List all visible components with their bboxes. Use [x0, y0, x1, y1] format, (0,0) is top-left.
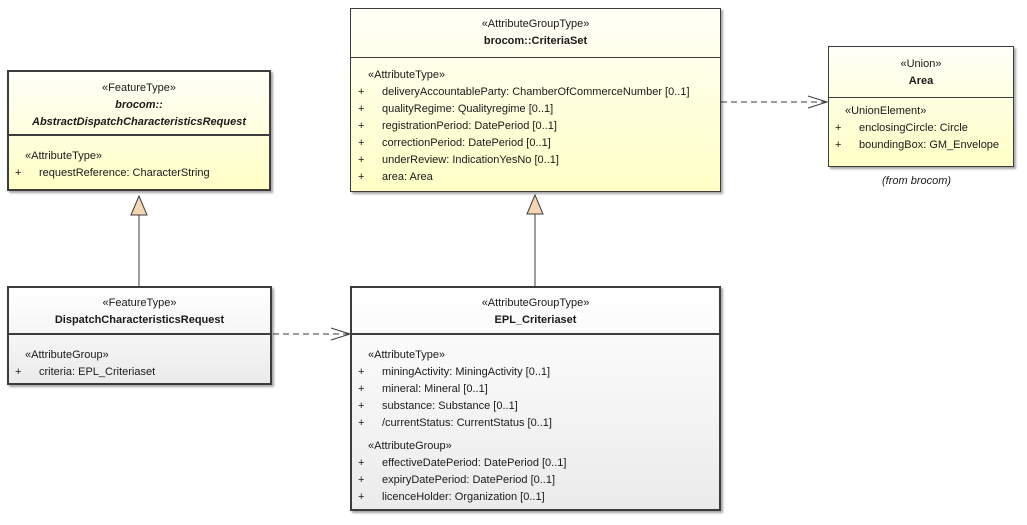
- class-stereotype: «AttributeGroupType»: [481, 18, 590, 30]
- attribute-expiry-date-period: +expiryDatePeriod: DatePeriod [0..1]: [358, 474, 556, 486]
- class-name-line1: brocom::: [115, 99, 163, 111]
- attribute-request-reference: +requestReference: CharacterString: [15, 167, 210, 179]
- class-criteria-set[interactable]: «AttributeGroupType» brocom::CriteriaSet…: [350, 8, 721, 192]
- attribute-under-review: +underReview: IndicationYesNo [0..1]: [358, 154, 559, 166]
- generalization-arrowhead-dispatch: [130, 194, 148, 216]
- class-name: brocom::CriteriaSet: [483, 35, 588, 47]
- attribute-registration-period: +registrationPeriod: DatePeriod [0..1]: [358, 120, 557, 132]
- attribute-enclosing-circle: +enclosingCircle: Circle: [835, 122, 968, 134]
- attribute-delivery-accountable-party: +deliveryAccountableParty: ChamberOfComm…: [358, 86, 690, 98]
- class-dispatch-characteristics-request[interactable]: «FeatureType» DispatchCharacteristicsReq…: [7, 286, 272, 385]
- section-stereotype: «AttributeType»: [368, 69, 446, 81]
- class-stereotype: «AttributeGroupType»: [481, 297, 590, 309]
- attribute-current-status: +/currentStatus: CurrentStatus [0..1]: [358, 417, 552, 429]
- attribute-criteria: +criteria: EPL_Criteriaset: [15, 366, 156, 378]
- class-name: DispatchCharacteristicsRequest: [54, 314, 225, 326]
- class-name: EPL_Criteriaset: [494, 314, 577, 326]
- class-stereotype: «FeatureType»: [102, 82, 176, 94]
- section-stereotype: «AttributeType»: [368, 349, 446, 361]
- attribute-bounding-box: +boundingBox: GM_Envelope: [835, 139, 1000, 151]
- attribute-mineral: +mineral: Mineral [0..1]: [358, 383, 488, 395]
- class-stereotype: «FeatureType»: [102, 297, 177, 309]
- attribute-effective-date-period: +effectiveDatePeriod: DatePeriod [0..1]: [358, 457, 567, 469]
- attribute-licence-holder: +licenceHolder: Organization [0..1]: [358, 491, 545, 503]
- class-epl-criteriaset[interactable]: «AttributeGroupType» EPL_Criteriaset «At…: [350, 286, 721, 511]
- from-package-note: (from brocom): [882, 175, 952, 187]
- section-stereotype: «AttributeType»: [25, 150, 103, 162]
- class-area-union[interactable]: «Union» Area «UnionElement» +enclosingCi…: [828, 46, 1014, 167]
- attribute-substance: +substance: Substance [0..1]: [358, 400, 518, 412]
- section-stereotype: «UnionElement»: [845, 105, 927, 117]
- section-stereotype: «AttributeGroup»: [25, 349, 109, 361]
- attribute-mining-activity: +miningActivity: MiningActivity [0..1]: [358, 366, 551, 378]
- attribute-quality-regime: +qualityRegime: Qualityregime [0..1]: [358, 103, 554, 115]
- class-abstract-dispatch-request[interactable]: «FeatureType» brocom:: AbstractDispatchC…: [7, 70, 271, 191]
- attribute-correction-period: +correctionPeriod: DatePeriod [0..1]: [358, 137, 551, 149]
- generalization-arrowhead-epl: [526, 193, 544, 215]
- class-stereotype: «Union»: [900, 58, 942, 70]
- dependency-arrowhead-area: [807, 95, 829, 109]
- class-name-line2: AbstractDispatchCharacteristicsRequest: [32, 116, 246, 128]
- class-name: Area: [908, 75, 934, 87]
- section-stereotype-2: «AttributeGroup»: [368, 440, 452, 452]
- attribute-area: +area: Area: [358, 171, 433, 183]
